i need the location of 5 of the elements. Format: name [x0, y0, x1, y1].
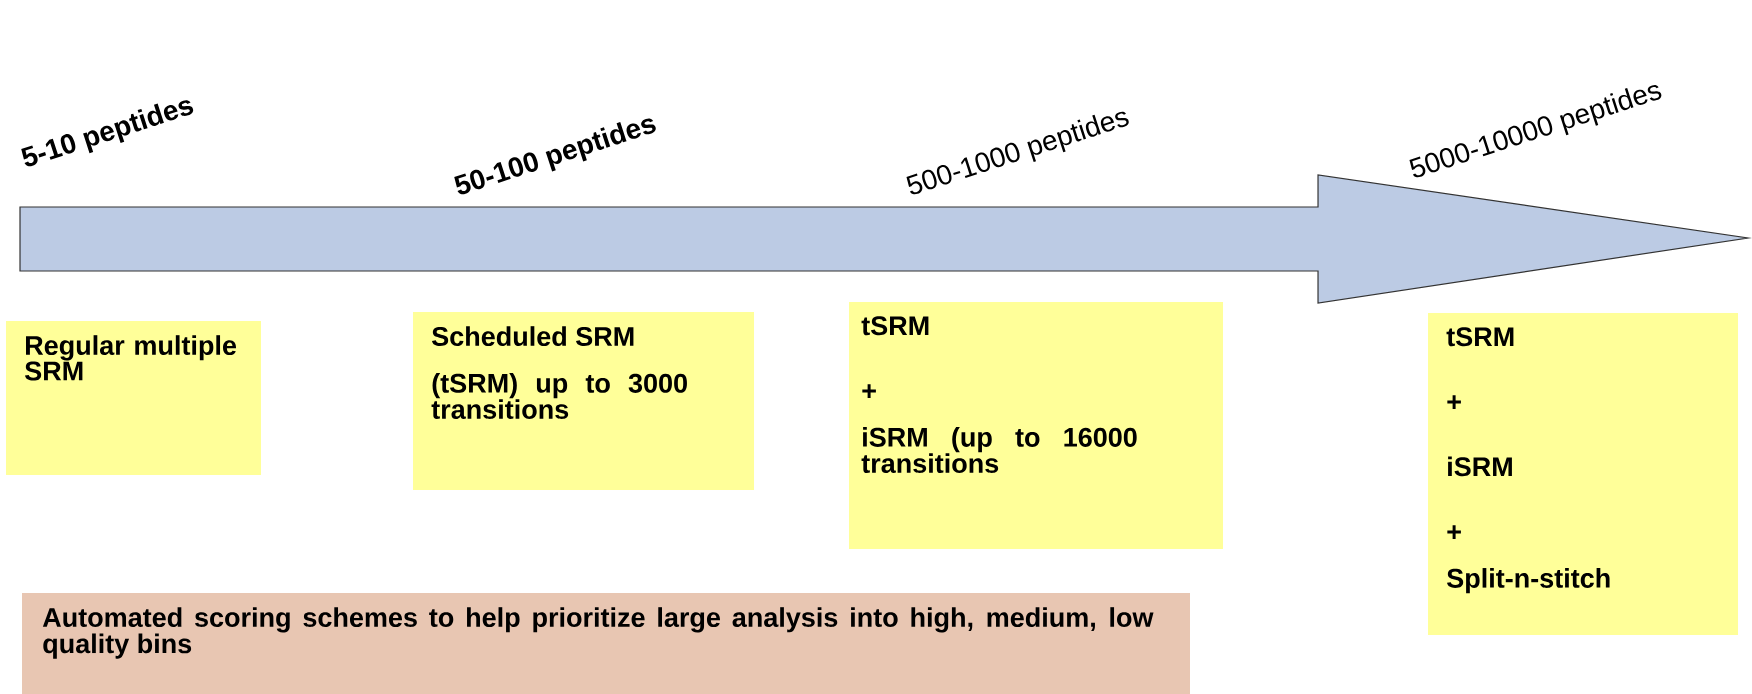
note-box: Scheduled SRM (tSRM) up to 3000 transitions	[413, 312, 754, 490]
note-box: tSRM + iSRM (up to 16000 transitions	[849, 302, 1223, 549]
note-box: tSRM + iSRM + Split-n-stitch	[1428, 313, 1738, 635]
note-box: Regular multiple SRM	[6, 321, 261, 475]
banner-box: Automated scoring schemes to help prioritize large analysis into high, medium, low quality bins	[22, 593, 1190, 694]
